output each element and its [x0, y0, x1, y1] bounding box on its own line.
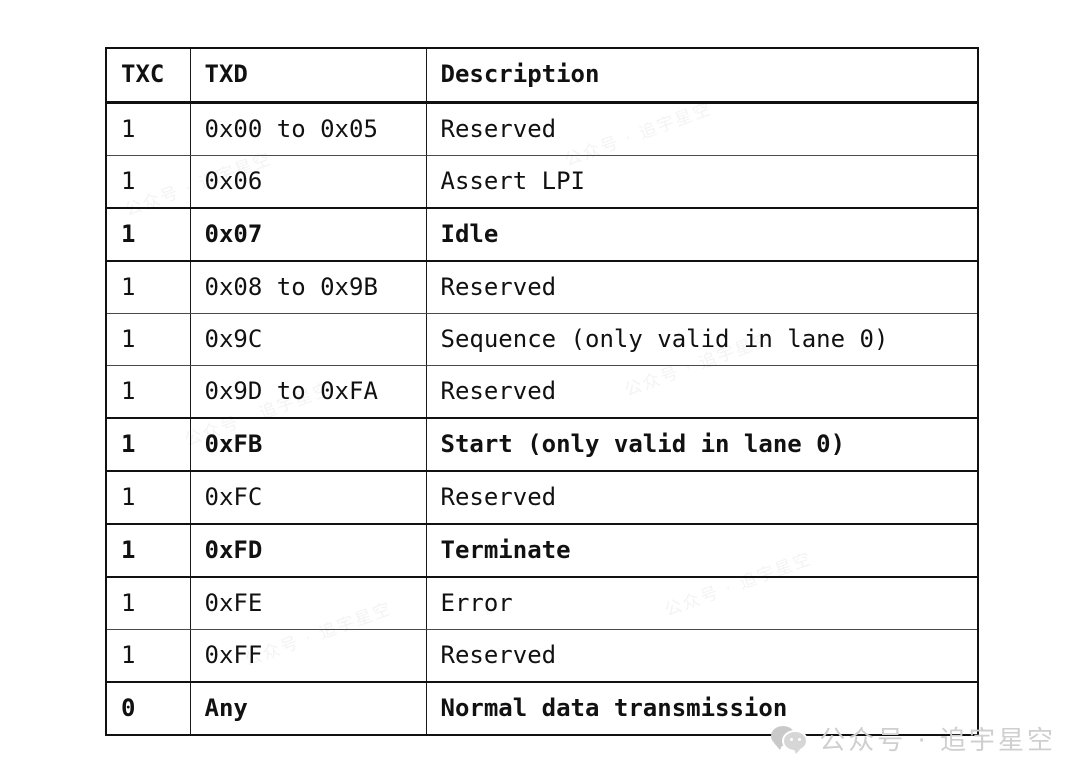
- cell-desc: Normal data transmission: [425, 681, 979, 736]
- column-header-txc: TXC: [105, 47, 191, 104]
- table-header-row: TXC TXD Description: [105, 47, 979, 104]
- cell-txd: 0xFE: [189, 576, 427, 630]
- cell-desc: Error: [425, 576, 979, 630]
- cell-txc: 1: [105, 417, 191, 472]
- cell-txc: 0: [105, 681, 191, 736]
- cell-txd: 0xFD: [189, 523, 427, 578]
- cell-desc: Assert LPI: [425, 155, 979, 209]
- cell-desc: Start (only valid in lane 0): [425, 417, 979, 472]
- cell-desc: Reserved: [425, 629, 979, 683]
- cell-txd: 0xFF: [189, 629, 427, 683]
- cell-txd: 0x9C: [189, 313, 427, 366]
- cell-txd: 0x9D to 0xFA: [189, 365, 427, 419]
- cell-desc: Reserved: [425, 260, 979, 314]
- cell-txc: 1: [105, 260, 191, 314]
- column-header-txd: TXD: [189, 47, 427, 104]
- cell-txd: 0x06: [189, 155, 427, 209]
- cell-txd: 0xFB: [189, 417, 427, 472]
- cell-desc: Reserved: [425, 102, 979, 156]
- cell-txc: 1: [105, 365, 191, 419]
- cell-txc: 1: [105, 576, 191, 630]
- cell-txd: 0x08 to 0x9B: [189, 260, 427, 314]
- cell-txd: 0x00 to 0x05: [189, 102, 427, 156]
- cell-desc: Sequence (only valid in lane 0): [425, 313, 979, 366]
- cell-desc: Reserved: [425, 365, 979, 419]
- cell-txc: 1: [105, 155, 191, 209]
- cell-desc: Idle: [425, 207, 979, 262]
- cell-txc: 1: [105, 523, 191, 578]
- cell-txc: 1: [105, 313, 191, 366]
- cell-txc: 1: [105, 102, 191, 156]
- table-header: TXC TXD Description: [105, 47, 979, 104]
- cell-txc: 1: [105, 470, 191, 525]
- cell-txd: 0xFC: [189, 470, 427, 525]
- column-header-description: Description: [425, 47, 979, 104]
- cell-txc: 1: [105, 629, 191, 683]
- cell-desc: Terminate: [425, 523, 979, 578]
- cell-txd: 0x07: [189, 207, 427, 262]
- cell-txc: 1: [105, 207, 191, 262]
- cell-desc: Reserved: [425, 470, 979, 525]
- cell-txd: Any: [189, 681, 427, 736]
